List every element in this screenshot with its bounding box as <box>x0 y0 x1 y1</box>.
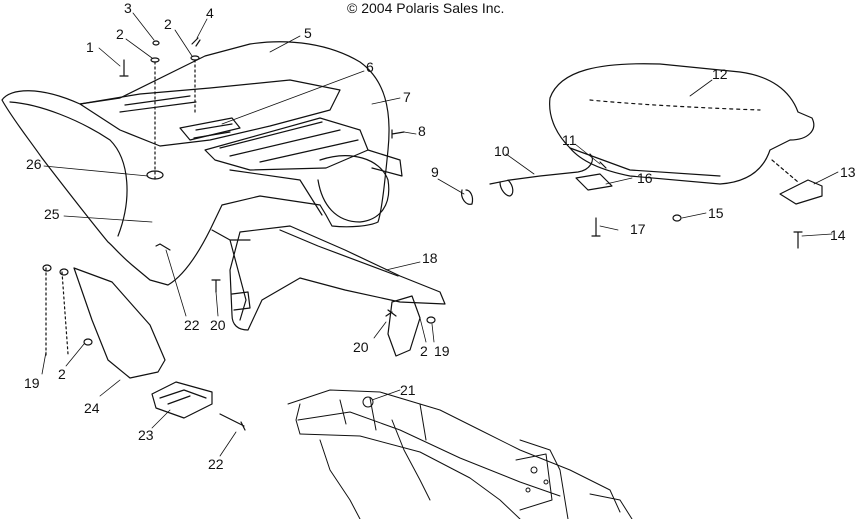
callout-7: 7 <box>403 89 411 105</box>
callout-22: 22 <box>208 456 224 472</box>
fender-right-arch <box>317 155 390 223</box>
fender-inner-lip <box>9 101 128 237</box>
fender-deck-slots <box>119 95 233 139</box>
storage-lid <box>179 117 241 141</box>
front-fender-tab <box>231 291 251 311</box>
fastener-stack-left <box>154 59 196 181</box>
grommet-left-flap <box>83 338 93 346</box>
callout-22: 22 <box>184 317 200 333</box>
screw-4 <box>191 37 201 47</box>
latch-hook <box>499 179 514 197</box>
bolt-22-lower <box>219 413 246 431</box>
callout-5: 5 <box>304 25 312 41</box>
latch-grommet-11 <box>599 161 607 169</box>
screw-20-right <box>385 309 397 317</box>
callout-12: 12 <box>712 66 728 82</box>
callout-20: 20 <box>353 339 369 355</box>
callout-15: 15 <box>708 205 724 221</box>
callout-2: 2 <box>116 26 124 42</box>
latch-spring-9 <box>461 189 474 205</box>
callout-2: 2 <box>58 366 66 382</box>
copyright-notice: © 2004 Polaris Sales Inc. <box>347 0 505 16</box>
latch-plate-16 <box>575 173 613 191</box>
fender-rack-rail <box>204 117 369 171</box>
bolt-8 <box>391 129 405 139</box>
callout-25: 25 <box>44 206 60 222</box>
callout-16: 16 <box>637 170 653 186</box>
footrest-bracket-23 <box>151 381 213 419</box>
callout-26: 26 <box>26 156 42 172</box>
grommet-26 <box>146 170 164 180</box>
washer-2c-left <box>59 268 69 276</box>
callout-2: 2 <box>164 16 172 32</box>
callout-14: 14 <box>830 227 846 243</box>
frame-21 <box>287 389 633 519</box>
screw-22-upper <box>155 243 171 251</box>
screw-19-left <box>45 267 69 357</box>
callout-13: 13 <box>840 164 855 180</box>
callout-2: 2 <box>420 343 428 359</box>
leader-lines <box>41 12 839 457</box>
front-fender-edge <box>279 229 399 277</box>
seat-base-edge <box>569 147 721 177</box>
callout-19: 19 <box>434 343 450 359</box>
callout-1: 1 <box>86 39 94 55</box>
callout-24: 24 <box>84 400 100 416</box>
fender-deck <box>79 79 341 147</box>
latch-bolt-17 <box>591 217 601 237</box>
fender-rack-rail-inner <box>219 121 359 163</box>
callout-21: 21 <box>400 382 416 398</box>
callout-17: 17 <box>630 221 646 237</box>
seat-seam <box>589 99 761 111</box>
bracket-mount-line <box>771 159 799 183</box>
callout-19: 19 <box>24 375 40 391</box>
latch-cable-10 <box>489 153 593 185</box>
seat <box>549 63 815 185</box>
callout-10: 10 <box>494 143 510 159</box>
rivet-1 <box>119 59 129 77</box>
fender-rear-mudlip <box>211 229 251 321</box>
nut-19-left <box>42 264 52 272</box>
callout-11: 11 <box>562 132 577 148</box>
mud-flap-left <box>73 267 166 379</box>
nut-19-right <box>426 316 436 324</box>
front-fender <box>229 225 446 331</box>
rear-fender-body <box>1 41 390 286</box>
callout-23: 23 <box>138 427 154 443</box>
fender-side-panel <box>229 169 323 216</box>
callout-20: 20 <box>210 317 226 333</box>
fender-bracket-right <box>367 149 403 177</box>
callout-3: 3 <box>124 0 132 16</box>
callout-4: 4 <box>206 5 214 21</box>
mud-flap-right <box>387 295 421 357</box>
seat-bracket-13 <box>779 179 823 205</box>
screw-20-left <box>211 279 221 293</box>
callout-18: 18 <box>422 250 438 266</box>
bumper-15 <box>672 214 682 222</box>
callout-6: 6 <box>366 59 374 75</box>
screw-14 <box>793 231 803 249</box>
nut-3 <box>152 40 160 46</box>
callout-9: 9 <box>431 164 439 180</box>
callout-8: 8 <box>418 123 426 139</box>
